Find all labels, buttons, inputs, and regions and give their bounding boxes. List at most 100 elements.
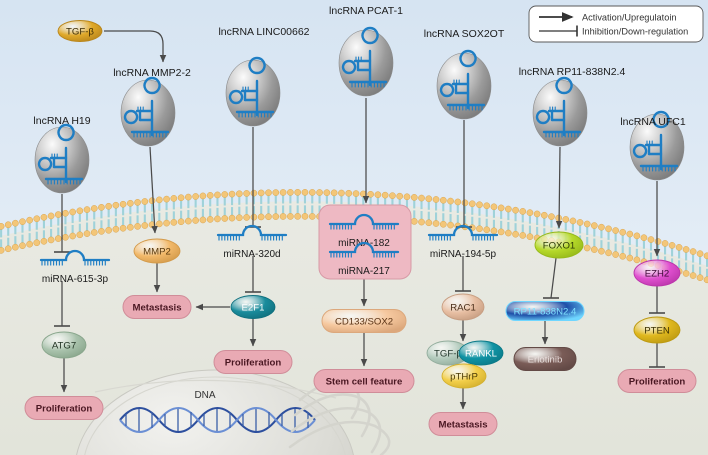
mirna-label: miRNA-320d bbox=[223, 249, 280, 260]
outcome-proliferation_1[interactable]: Proliferation bbox=[24, 396, 104, 420]
lncrna-label: lncRNA MMP2-2 bbox=[113, 67, 191, 79]
node-shape bbox=[458, 340, 504, 366]
outcome-shape bbox=[617, 369, 697, 393]
node-label: PTEN bbox=[644, 325, 670, 336]
rna-structure-icon bbox=[439, 49, 486, 111]
mirna-layer: miRNA-615-3pmiRNA-320dmiRNA-182miRNA-217… bbox=[39, 213, 499, 285]
edge-tgfb-to-mmp22 bbox=[104, 30, 167, 63]
node-label: RANKL bbox=[465, 348, 498, 359]
lncrna-label: lncRNA LINC00662 bbox=[218, 26, 309, 38]
lncrna-label: lncRNA SOX2OT bbox=[424, 28, 505, 40]
node-e2f1[interactable]: E2F1 bbox=[230, 295, 276, 319]
node-rac1[interactable]: RAC1 bbox=[441, 293, 485, 321]
mirna-node-mir217[interactable]: miRNA-217 bbox=[328, 241, 400, 277]
node-label: TGF-β bbox=[434, 348, 462, 359]
lncrna-node-mmp22[interactable]: lncRNA MMP2-2 bbox=[113, 67, 191, 147]
mirna-hairpin-icon bbox=[328, 213, 400, 230]
node-shape bbox=[230, 295, 276, 319]
outcome-proliferation_3[interactable]: Proliferation bbox=[617, 369, 697, 393]
node-shape bbox=[513, 347, 577, 371]
node-label: E2F1 bbox=[242, 302, 265, 313]
lncrna-layer: lncRNA H19 lncRNA MMP2-2 lncRNA LINC00662 l… bbox=[33, 5, 686, 194]
cell-membrane bbox=[0, 189, 708, 284]
rna-structure-icon bbox=[37, 123, 84, 185]
node-shape bbox=[633, 259, 681, 287]
node-shape bbox=[534, 231, 584, 259]
mirna-hairpin-icon bbox=[427, 224, 499, 241]
lncrna-node-rp11[interactable]: lncRNA RP11-838N2.4 bbox=[519, 66, 626, 147]
outcome-label: Metastasis bbox=[438, 420, 487, 431]
node-label: RAC1 bbox=[450, 302, 476, 313]
outcome-shape bbox=[428, 412, 498, 436]
node-pthrp[interactable]: pTHrP bbox=[441, 363, 487, 389]
lncrna-sphere bbox=[436, 52, 492, 120]
node-label: pTHrP bbox=[450, 371, 478, 382]
outcome-metastasis_1[interactable]: Metastasis bbox=[122, 295, 192, 319]
node-label: EZH2 bbox=[645, 268, 670, 279]
node-tgfb_top[interactable]: TGF-β bbox=[57, 20, 103, 42]
outcome-label: Metastasis bbox=[132, 303, 181, 314]
outcome-label: Stem cell feature bbox=[326, 377, 403, 388]
dna-label: DNA bbox=[194, 390, 215, 401]
rna-structure-icon bbox=[228, 56, 275, 118]
lncrna-label: lncRNA UFC1 bbox=[620, 116, 686, 128]
node-cd133[interactable]: CD133/SOX2 bbox=[321, 309, 407, 333]
lncrna-node-linc00662[interactable]: lncRNA LINC00662 bbox=[218, 26, 310, 127]
node-shape bbox=[321, 309, 407, 333]
node-label: MMP2 bbox=[143, 246, 171, 257]
outcome-proliferation_2[interactable]: Proliferation bbox=[213, 350, 293, 374]
rna-structure-icon bbox=[632, 110, 679, 172]
mirna-label: miRNA-217 bbox=[338, 266, 390, 277]
node-shape bbox=[633, 316, 681, 344]
lncrna-node-h19[interactable]: lncRNA H19 bbox=[33, 115, 91, 194]
edge-mmp22-to-mmp2 bbox=[149, 146, 158, 234]
node-erlotinib[interactable]: Erlotinib bbox=[513, 347, 577, 371]
node-ezh2[interactable]: EZH2 bbox=[633, 259, 681, 287]
outcome-metastasis_2[interactable]: Metastasis bbox=[428, 412, 498, 436]
outcome-label: Proliferation bbox=[36, 404, 93, 415]
dna-helix bbox=[119, 406, 316, 434]
mirna-hairpin-icon bbox=[328, 241, 400, 258]
outcome-shape bbox=[24, 396, 104, 420]
node-label: FOXO1 bbox=[543, 240, 576, 251]
node-shape bbox=[505, 301, 585, 321]
lncrna-sphere bbox=[225, 59, 281, 127]
mirna-hairpin-icon bbox=[39, 249, 111, 266]
node-label: TGF-β bbox=[66, 26, 94, 37]
node-foxo1[interactable]: FOXO1 bbox=[534, 231, 584, 259]
node-rankl[interactable]: RANKL bbox=[458, 340, 504, 366]
outcome-shape bbox=[213, 350, 293, 374]
node-rp11box[interactable]: RP11-838N2.4 bbox=[505, 301, 585, 321]
edge-foxo1-to-rp11box bbox=[550, 257, 557, 299]
node-pten[interactable]: PTEN bbox=[633, 316, 681, 344]
lncrna-sphere bbox=[120, 79, 176, 147]
lncrna-node-ufc1[interactable]: lncRNA UFC1 bbox=[620, 110, 686, 181]
node-shape bbox=[41, 331, 87, 359]
mirna-node-mir320d[interactable]: miRNA-320d bbox=[216, 224, 288, 260]
edge-rp11-to-foxo1 bbox=[555, 146, 563, 229]
outcome-label: Proliferation bbox=[225, 358, 282, 369]
rna-structure-icon bbox=[341, 26, 388, 88]
outcome-shape bbox=[122, 295, 192, 319]
outcome-label: Proliferation bbox=[629, 377, 686, 388]
lncrna-node-pcat1[interactable]: lncRNA PCAT-1 bbox=[329, 5, 403, 97]
lncrna-label: lncRNA RP11-838N2.4 bbox=[519, 66, 626, 78]
lncrna-node-sox2ot[interactable]: lncRNA SOX2OT bbox=[424, 28, 505, 120]
node-label: RP11-838N2.4 bbox=[514, 306, 577, 317]
outcome-stemcell[interactable]: Stem cell feature bbox=[313, 369, 415, 393]
legend: Activation/Upregulatoin Inhibition/Down-… bbox=[528, 5, 704, 43]
node-mmp2[interactable]: MMP2 bbox=[133, 238, 181, 264]
mirna-node-mir615[interactable]: miRNA-615-3p bbox=[39, 249, 111, 285]
node-shape bbox=[441, 293, 485, 321]
node-atg7[interactable]: ATG7 bbox=[41, 331, 87, 359]
lncrna-label: lncRNA PCAT-1 bbox=[329, 5, 403, 17]
node-shape bbox=[133, 238, 181, 264]
node-shape bbox=[441, 363, 487, 389]
mirna-hairpin-icon bbox=[216, 224, 288, 241]
edges-layer bbox=[54, 30, 665, 410]
mirna-node-mir194[interactable]: miRNA-194-5p bbox=[427, 224, 499, 260]
lncrna-sphere bbox=[338, 29, 394, 97]
node-label: CD133/SOX2 bbox=[335, 316, 393, 327]
